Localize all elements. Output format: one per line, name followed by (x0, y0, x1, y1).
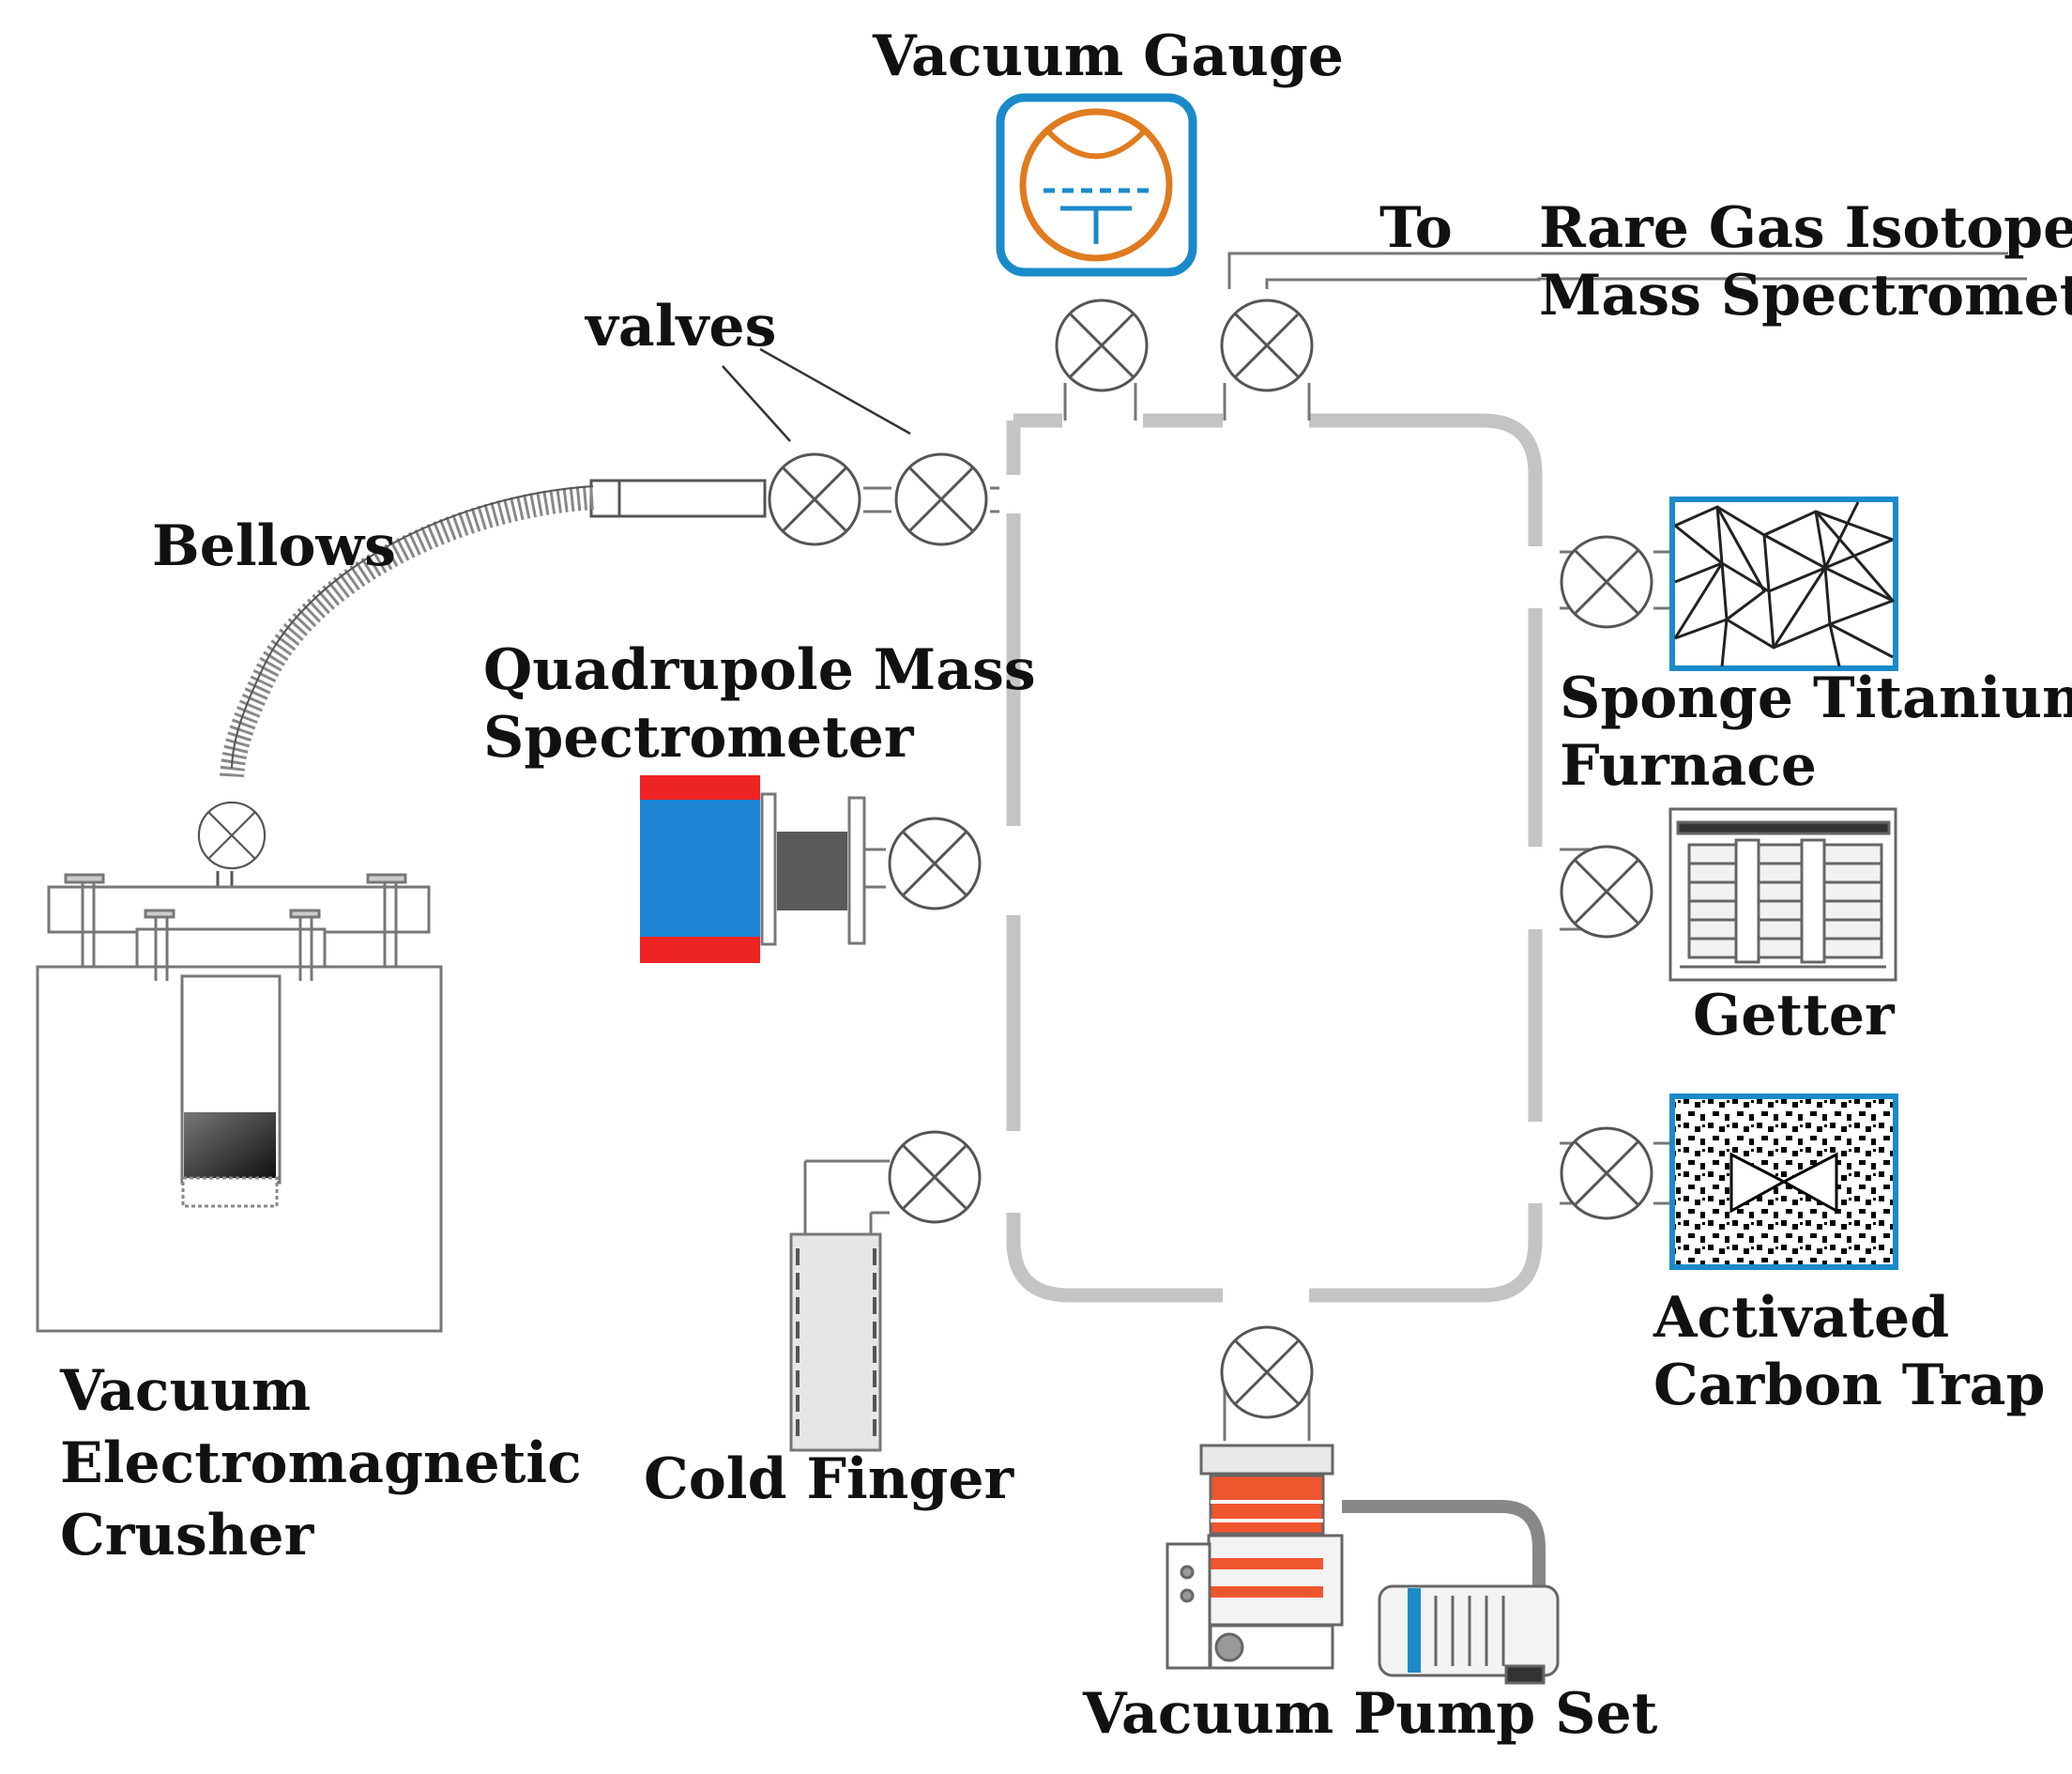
valves-pointer-lines (722, 347, 911, 442)
vacuum-gauge-label: Vacuum Gauge (873, 23, 1344, 89)
valve-icon[interactable] (1560, 1126, 1653, 1220)
crusher-line-1: Vacuum (60, 1358, 312, 1424)
vacuum-pump-set-label: Vacuum Pump Set (1083, 1681, 1658, 1747)
rare-gas-line-1: Rare Gas Isotope (1539, 195, 2072, 261)
activated-line-2: Carbon Trap (1653, 1353, 2046, 1418)
connecting-lines (803, 252, 2027, 1441)
rare-gas-isotope-label: Rare Gas Isotope Mass Spectrometer (1539, 194, 2072, 329)
valve-icon[interactable] (1220, 298, 1314, 392)
valves-label: valves (586, 294, 777, 359)
cold-finger-icon (789, 1232, 882, 1452)
vacuum-pump-icon (1166, 1444, 1560, 1685)
crusher-line-3: Crusher (60, 1502, 314, 1568)
valve-icon[interactable] (1220, 1325, 1314, 1419)
quadrupole-line-2: Spectrometer (483, 705, 914, 771)
crusher-icon (36, 873, 443, 1333)
sponge-line-1: Sponge Titanium (1560, 665, 2072, 731)
activated-line-1: Activated (1653, 1285, 1950, 1351)
sponge-line-2: Furnace (1560, 733, 1817, 799)
valve-icon[interactable] (197, 801, 267, 870)
getter-icon (1668, 807, 1897, 982)
sponge-titanium-furnace-label: Sponge Titanium Furnace (1560, 665, 2072, 800)
vacuum-electromagnetic-crusher-label: Vacuum Electromagnetic Crusher (60, 1355, 582, 1571)
getter-label: Getter (1693, 983, 1895, 1048)
valve-icon[interactable] (768, 452, 861, 546)
quadrupole-icon (640, 775, 886, 963)
sponge-titanium-icon (1669, 497, 1898, 671)
cold-finger-label: Cold Finger (644, 1446, 1014, 1512)
valve-icon[interactable] (1560, 845, 1653, 939)
activated-carbon-trap-label: Activated Carbon Trap (1653, 1284, 2045, 1419)
bellows-label: Bellows (152, 513, 396, 579)
quadrupole-line-1: Quadrupole Mass (483, 637, 1036, 703)
rare-gas-line-2: Mass Spectrometer (1539, 263, 2072, 329)
valve-icon[interactable] (894, 452, 988, 546)
valve-icon[interactable] (888, 1130, 982, 1224)
to-label: To (1379, 195, 1453, 261)
activated-carbon-icon (1669, 1093, 1898, 1270)
vacuum-gauge-icon (996, 93, 1197, 277)
manifold-loop (1006, 413, 1543, 1303)
valve-icon[interactable] (888, 817, 982, 910)
valve-icon[interactable] (1560, 535, 1653, 629)
crusher-line-2: Electromagnetic (60, 1430, 582, 1496)
quadrupole-mass-spectrometer-label: Quadrupole Mass Spectrometer (483, 636, 1036, 772)
valve-icon[interactable] (1055, 298, 1149, 392)
